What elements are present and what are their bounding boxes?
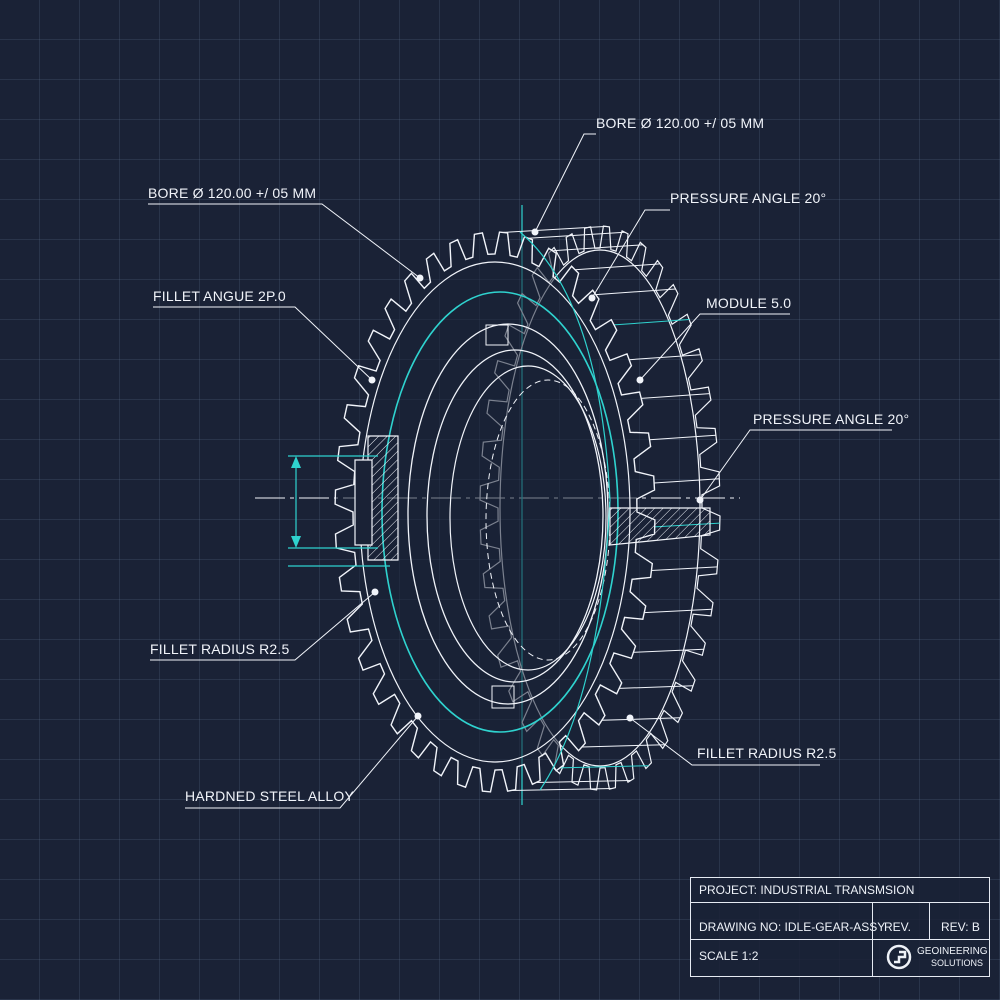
label-pressure-angle-right: PRESSURE ANGLE 20° [753,411,910,427]
tooth-flank-line [641,393,710,399]
label-module: MODULE 5.0 [706,295,792,311]
tooth-flank-line [511,788,613,791]
tooth-flank-line [649,434,716,441]
label-bore-top: BORE Ø 120.00 +/ 05 MM [596,115,765,131]
label-fillet-radius-left: FILLET RADIUS R2.5 [150,641,290,657]
label-fillet-radius-right: FILLET RADIUS R2.5 [697,745,837,761]
bore-accent-curve [519,231,611,791]
label-material: HARDNED STEEL ALLOY [185,788,355,804]
tooth-flank-line [536,780,631,783]
tooth-flank-line [654,478,720,484]
company-name-line1: GEOINEERING [917,946,988,957]
label-fillet-angle: FILLET ANGUE 2P.0 [153,288,286,304]
tooth-flank-line [633,648,704,653]
tooth-flank-line [613,319,690,326]
right-section-cut [609,507,711,546]
tooth-flank-line [651,566,718,571]
tooth-flank-line [619,685,694,689]
tooth-flank-line [528,231,626,239]
tooth-flank-line [581,744,666,748]
tooth-flank-line [559,765,649,769]
tooth-flank-line [595,288,676,296]
drawing-number: DRAWING NO: IDLE-GEAR-ASSY [699,920,886,934]
tooth-flank-line [575,263,661,271]
company-logo-icon [886,944,912,970]
revision-value: REV: B [941,920,980,934]
tooth-flank-line [552,244,644,252]
bore-dimension [288,455,390,567]
tooth-flank-line [503,225,607,233]
scale: SCALE 1:2 [699,949,759,963]
gear-hub-outer [407,323,609,705]
title-block: PROJECT: INDUSTRIAL TRANSMSION DRAWING N… [690,877,990,977]
leader-lines [148,133,892,809]
tooth-flank-line [601,717,681,721]
left-section-cut [354,435,399,561]
gear-bore-outer [426,349,604,683]
company-name-line2: SOLUTIONS [931,958,984,968]
label-bore-left: BORE Ø 120.00 +/ 05 MM [148,185,317,201]
keyway-top [485,324,509,346]
project-title: PROJECT: INDUSTRIAL TRANSMSION [699,883,915,897]
gear-bore-inner [449,365,607,671]
tooth-flank-line [629,354,701,361]
label-pressure-angle-top: PRESSURE ANGLE 20° [670,190,827,206]
tooth-flank-line [644,608,713,614]
keyway-bottom [491,685,515,709]
revision-label: REV. [884,920,911,934]
